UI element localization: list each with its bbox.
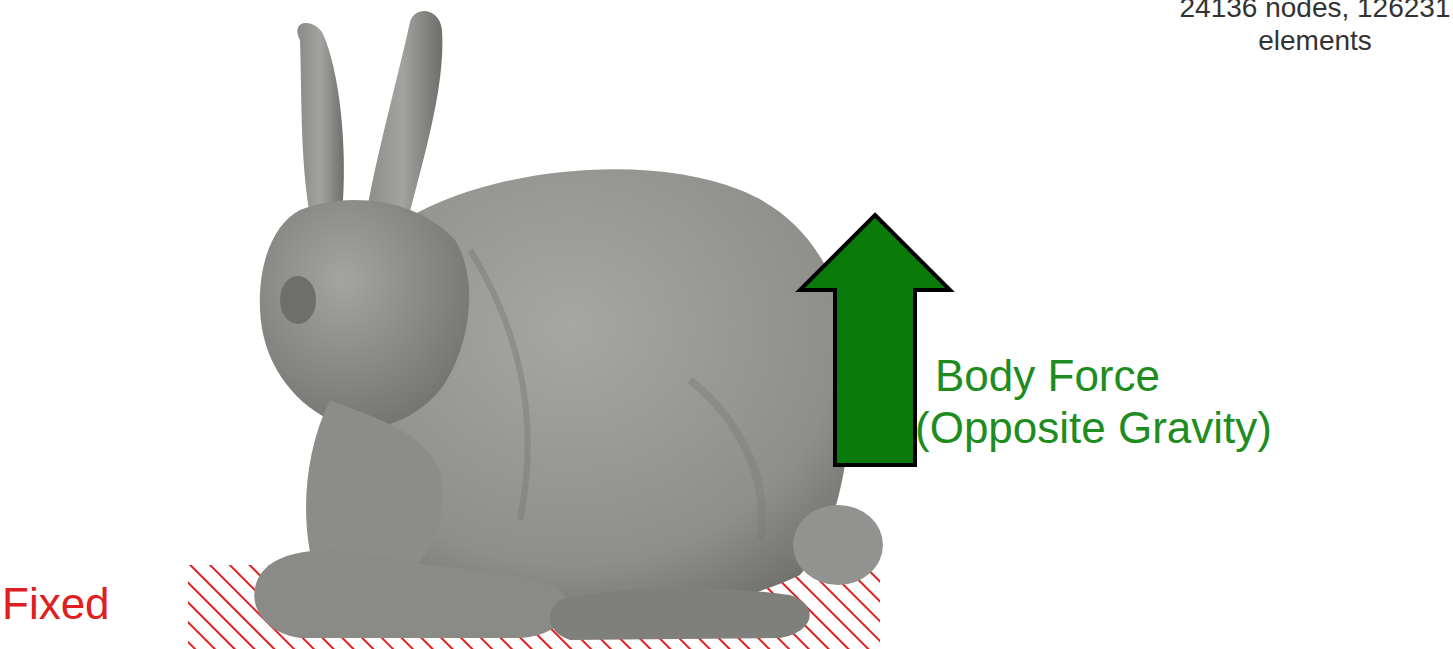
boundary-label: Fixed — [2, 578, 182, 630]
load-label: Body Force — [935, 350, 1435, 402]
load-label-note: (Opposite Gravity) — [915, 402, 1453, 454]
bunny-mesh — [254, 11, 883, 640]
mesh-stats-note: 24136 nodes, 126231 elements — [1165, 0, 1453, 57]
